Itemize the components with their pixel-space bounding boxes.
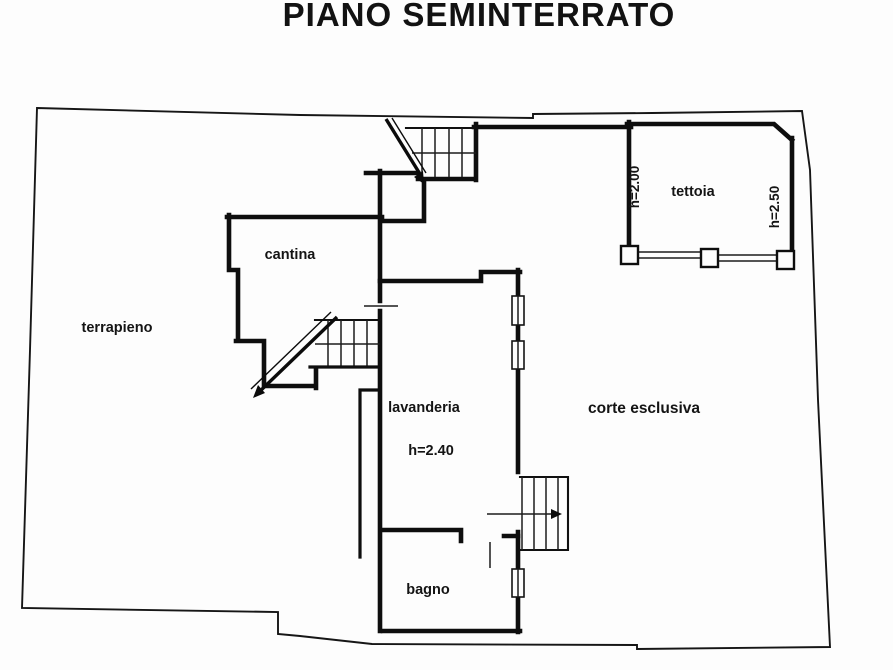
room-label-bagno: bagno [406,582,450,598]
windows [511,295,525,598]
pillar-1 [619,244,640,266]
lot-boundary [21,107,831,650]
tettoia-height-right: h=2.50 [767,186,782,228]
door-marks [364,305,491,568]
cavity-wall [358,388,380,559]
stair-direction-arrow [551,509,562,519]
pillar-2 [699,247,720,269]
tettoia-walls [624,119,796,255]
nook-walls [363,170,427,224]
room-label-terrapieno: terrapieno [82,320,153,336]
tettoia-height-left: h=2.00 [627,166,642,208]
tettoia-pillars [619,244,796,271]
pillar-3 [775,249,796,271]
page-title: PIANO SEMINTERRATO [283,0,676,33]
lavanderia-north-wall [377,269,523,284]
corte-north-wall [415,121,634,183]
staircase-middle [250,311,382,398]
cantina-walls [224,212,385,391]
section-cut-top [384,118,422,175]
bagno-north-wall [380,527,521,544]
section-cut-middle [255,315,339,396]
room-label-corte: corte esclusiva [588,400,700,417]
room-label-tettoia: tettoia [671,184,715,200]
cut-arrow-top [414,171,424,184]
room-height-lavanderia: h=2.40 [408,443,454,459]
staircase-east [487,475,570,552]
staircase-top [384,117,478,184]
room-label-cantina: cantina [265,247,317,263]
room-label-lavanderia: lavanderia [388,400,461,416]
building-walls [224,119,796,635]
cut-arrow-middle [253,385,265,398]
